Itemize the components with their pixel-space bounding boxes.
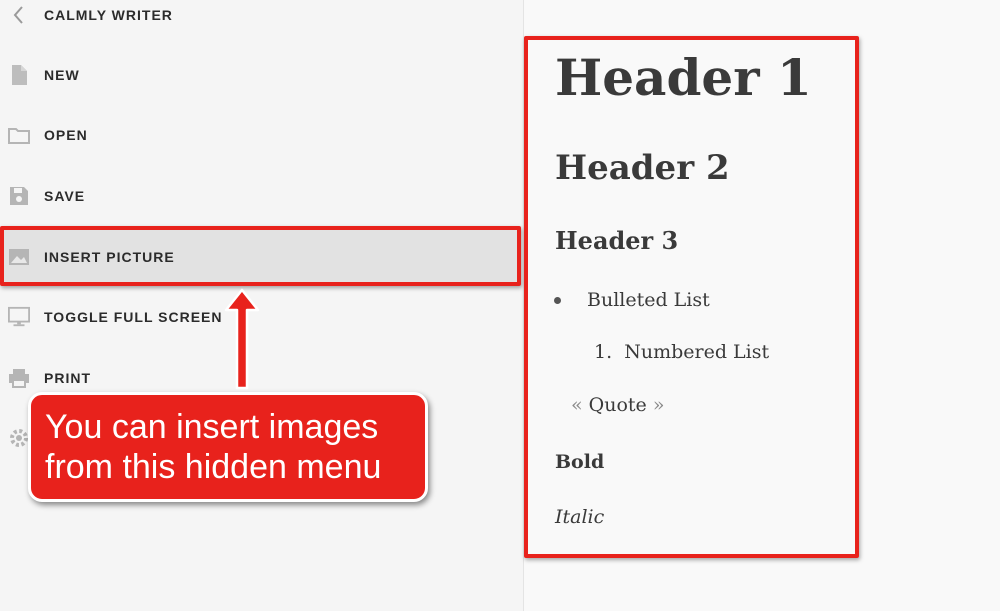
sidebar-menu: CALMLY WRITER NEW OPEN SAVE INSERT PICTU…	[0, 0, 524, 611]
menu-item-label: NEW	[44, 67, 80, 83]
highlight-box-insert-picture	[0, 226, 521, 286]
back-button[interactable]: CALMLY WRITER	[0, 0, 520, 35]
numbered-list-item[interactable]: 1. Numbered List	[594, 341, 769, 363]
heading-3[interactable]: Header 3	[555, 226, 679, 255]
numbered-list-text: Numbered List	[624, 341, 770, 363]
highlight-box-editor	[524, 36, 859, 558]
italic-text[interactable]: Italic	[555, 506, 605, 528]
new-file-icon	[8, 64, 30, 86]
bulleted-list-item[interactable]: Bulleted List	[587, 289, 710, 311]
heading-2[interactable]: Header 2	[555, 148, 730, 188]
menu-item-new[interactable]: NEW	[0, 55, 520, 95]
annotation-callout: You can insert images from this hidden m…	[28, 392, 428, 502]
menu-item-label: INSERT PICTURE	[44, 248, 175, 265]
chevron-left-icon	[8, 4, 30, 26]
bullet-icon	[554, 297, 561, 304]
bold-text[interactable]: Bold	[555, 451, 605, 473]
menu-item-settings[interactable]	[0, 418, 520, 458]
menu-item-open[interactable]: OPEN	[0, 115, 520, 155]
gear-icon	[8, 427, 30, 449]
callout-line-1: You can insert images	[45, 408, 379, 446]
picture-icon	[8, 246, 30, 268]
menu-item-print[interactable]: PRINT	[0, 358, 520, 398]
save-icon	[8, 185, 30, 207]
editor-pane[interactable]	[524, 0, 1000, 611]
menu-item-insert-picture[interactable]: INSERT PICTURE	[0, 229, 520, 284]
list-number: 1.	[594, 341, 613, 363]
menu-item-label: OPEN	[44, 127, 88, 143]
quote-text: Quote	[588, 394, 647, 416]
app-title: CALMLY WRITER	[44, 7, 173, 23]
arrow-up-icon	[224, 288, 260, 390]
blockquote[interactable]: « Quote »	[571, 394, 664, 416]
printer-icon	[8, 367, 30, 389]
heading-1[interactable]: Header 1	[555, 48, 812, 107]
menu-item-save[interactable]: SAVE	[0, 176, 520, 216]
callout-line-2: from this hidden menu	[45, 448, 382, 486]
quote-open-mark: «	[571, 394, 583, 416]
menu-item-label: SAVE	[44, 188, 86, 204]
menu-item-toggle-full-screen[interactable]: TOGGLE FULL SCREEN	[0, 297, 520, 337]
quote-close-mark: »	[652, 394, 665, 416]
monitor-icon	[8, 306, 30, 328]
menu-item-label: PRINT	[44, 370, 91, 386]
folder-icon	[8, 124, 30, 146]
menu-item-label: TOGGLE FULL SCREEN	[44, 309, 223, 325]
